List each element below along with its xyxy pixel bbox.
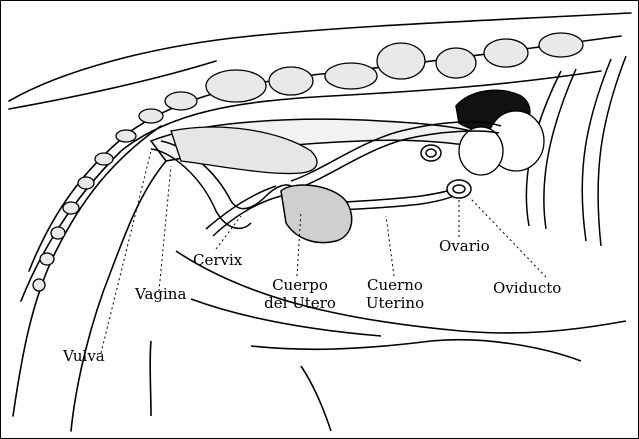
label-oviducto: Oviducto [493, 279, 561, 297]
back-outline [9, 13, 631, 101]
leader-vulva [101, 151, 151, 353]
label-ovario: Ovario [439, 237, 490, 255]
label-vagina: Vagina [135, 285, 186, 303]
label-cuerpo-line2: del Utero [257, 294, 343, 312]
label-cuerno-line2: Uterino [359, 294, 431, 312]
label-vulva: Vulva [63, 347, 105, 365]
uterine-body [281, 185, 352, 243]
label-cuerpo-del-utero: Cuerpo del Utero [257, 276, 343, 312]
leader-vagina [159, 166, 171, 291]
label-cuerno-uterino: Cuerno Uterino [359, 276, 431, 312]
label-cuerno-line1: Cuerno [359, 276, 431, 294]
label-cervix: Cervix [193, 251, 242, 269]
leader-cervix [216, 216, 241, 249]
leader-cuerno [386, 216, 394, 276]
label-cuerpo-line1: Cuerpo [257, 276, 343, 294]
